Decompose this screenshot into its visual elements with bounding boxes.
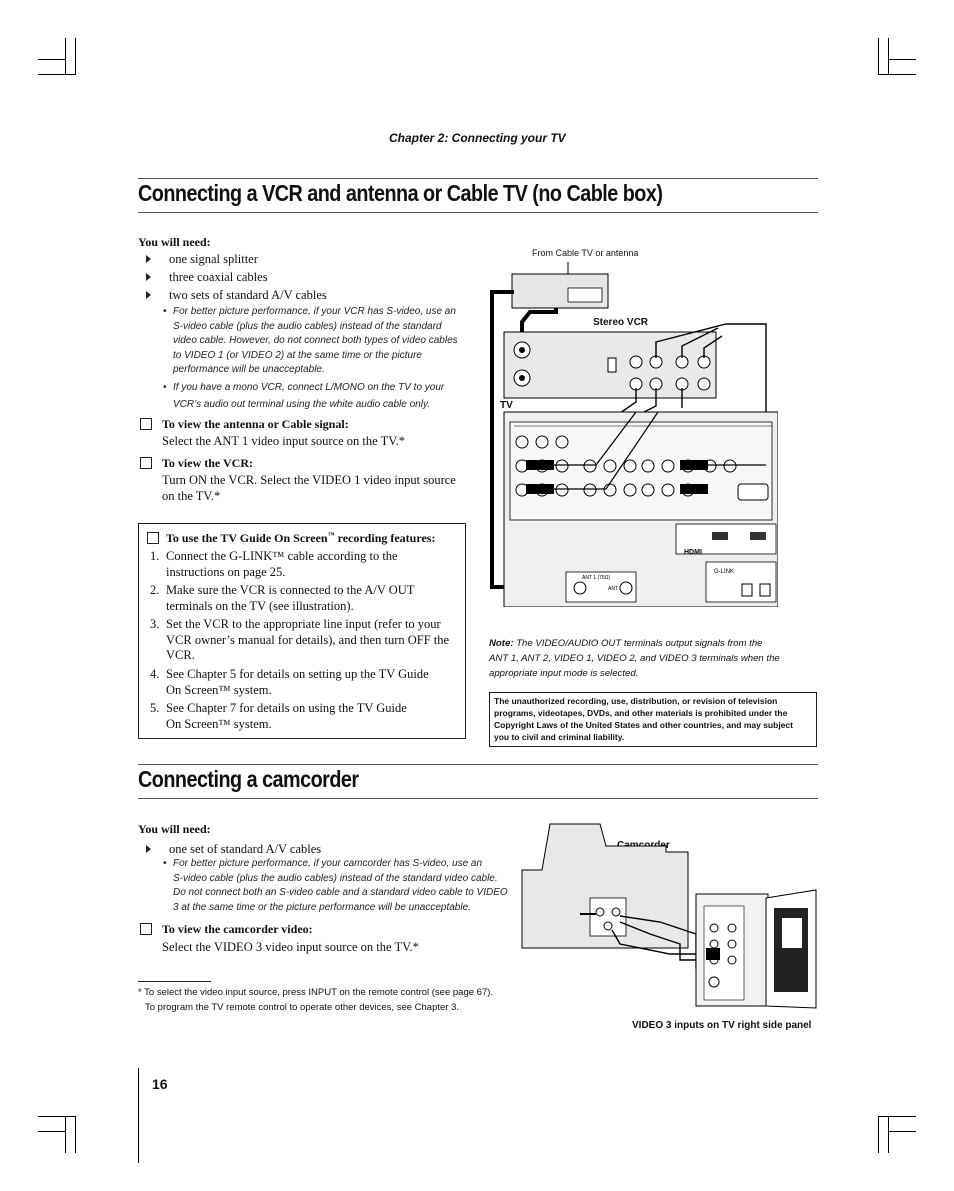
guide-step-3: 3. Set the VCR to the appropriate line i… <box>150 617 450 662</box>
av-out-note: Note: The VIDEO/AUDIO OUT terminals outp… <box>489 638 780 679</box>
title-rule-bottom <box>138 212 818 213</box>
crop-mark <box>75 1116 76 1153</box>
from-cable-label: From Cable TV or antenna <box>532 248 639 258</box>
page-margin-line <box>138 1068 139 1163</box>
crop-mark <box>878 38 879 75</box>
you-will-need-heading: You will need: <box>138 235 211 249</box>
crop-mark <box>75 38 76 75</box>
crop-mark <box>888 1131 916 1132</box>
camcorder-icon <box>521 823 689 949</box>
video3-caption: VIDEO 3 inputs on TV right side panel <box>632 1020 812 1031</box>
page-number: 16 <box>152 1076 168 1092</box>
camcorder-connection-diagram <box>521 823 817 1009</box>
footnote: * To select the video input source, pres… <box>138 987 494 1013</box>
task-body-vcr: Turn ON the VCR. Select the VIDEO 1 vide… <box>162 473 456 503</box>
crop-mark <box>38 1116 76 1117</box>
guide-step-1: 1. Connect the G-LINK™ cable according t… <box>150 549 398 579</box>
hdmi-logo: HDMI <box>684 549 702 556</box>
checkbox-icon <box>147 532 159 544</box>
camcorder-svideo-note: • For better picture performance, if you… <box>163 858 508 913</box>
guide-title: To use the TV Guide On Screen™ recording… <box>166 531 436 545</box>
svideo-note: • For better picture performance, if you… <box>163 306 458 376</box>
crop-mark <box>38 59 66 60</box>
crop-mark <box>878 74 916 75</box>
bullet-arrow-icon <box>146 255 151 263</box>
crop-mark <box>888 1116 889 1153</box>
crop-mark <box>888 38 889 75</box>
you-will-need-heading: You will need: <box>138 822 211 836</box>
crop-mark <box>878 1116 916 1117</box>
task-title-vcr: To view the VCR: <box>162 456 254 470</box>
crop-mark <box>65 1116 66 1153</box>
tv-guide-box <box>138 523 466 739</box>
ant2-label: ANT 2 <box>608 586 622 592</box>
task-body-camcorder: Select the VIDEO 3 video input source on… <box>162 940 419 954</box>
guide-step-2: 2. Make sure the VCR is connected to the… <box>150 583 415 613</box>
crop-mark <box>888 59 916 60</box>
bullet-arrow-icon <box>146 291 151 299</box>
section-title-vcr: Connecting a VCR and antenna or Cable TV… <box>138 180 663 206</box>
bullet-arrow-icon <box>146 845 151 853</box>
tv-label: TV <box>500 400 513 411</box>
task-body-antenna: Select the ANT 1 video input source on t… <box>162 434 406 448</box>
title-rule-top <box>138 764 818 765</box>
ant1-label: ANT 1 (75Ω) <box>582 575 610 581</box>
crop-mark <box>878 1116 879 1153</box>
legal-notice-box: The unauthorized recording, use, distrib… <box>489 692 817 747</box>
stereo-vcr-label: Stereo VCR <box>593 317 649 328</box>
guide-step-5: 5. See Chapter 7 for details on using th… <box>150 701 407 731</box>
mono-vcr-note: • If you have a mono VCR, connect L/MONO… <box>163 382 445 410</box>
glink-label: G-LINK <box>714 569 734 575</box>
chapter-header: Chapter 2: Connecting your TV <box>389 131 566 145</box>
section-title-camcorder: Connecting a camcorder <box>138 766 359 792</box>
vcr-connection-diagram: HDMI G-LINK ANT 1 (75Ω) ANT 2 <box>490 262 778 607</box>
checkbox-icon <box>140 418 152 430</box>
task-title-antenna: To view the antenna or Cable signal: <box>162 417 349 431</box>
bullet-arrow-icon <box>146 273 151 281</box>
guide-step-4: 4. See Chapter 5 for details on setting … <box>150 667 429 697</box>
crop-mark <box>38 74 76 75</box>
footnote-rule <box>138 981 211 982</box>
crop-mark <box>38 1131 66 1132</box>
title-rule-top <box>138 178 818 179</box>
checkbox-icon <box>140 457 152 469</box>
checkbox-icon <box>140 923 152 935</box>
crop-mark <box>65 38 66 75</box>
task-title-camcorder: To view the camcorder video: <box>162 922 313 936</box>
title-rule-bottom <box>138 798 818 799</box>
